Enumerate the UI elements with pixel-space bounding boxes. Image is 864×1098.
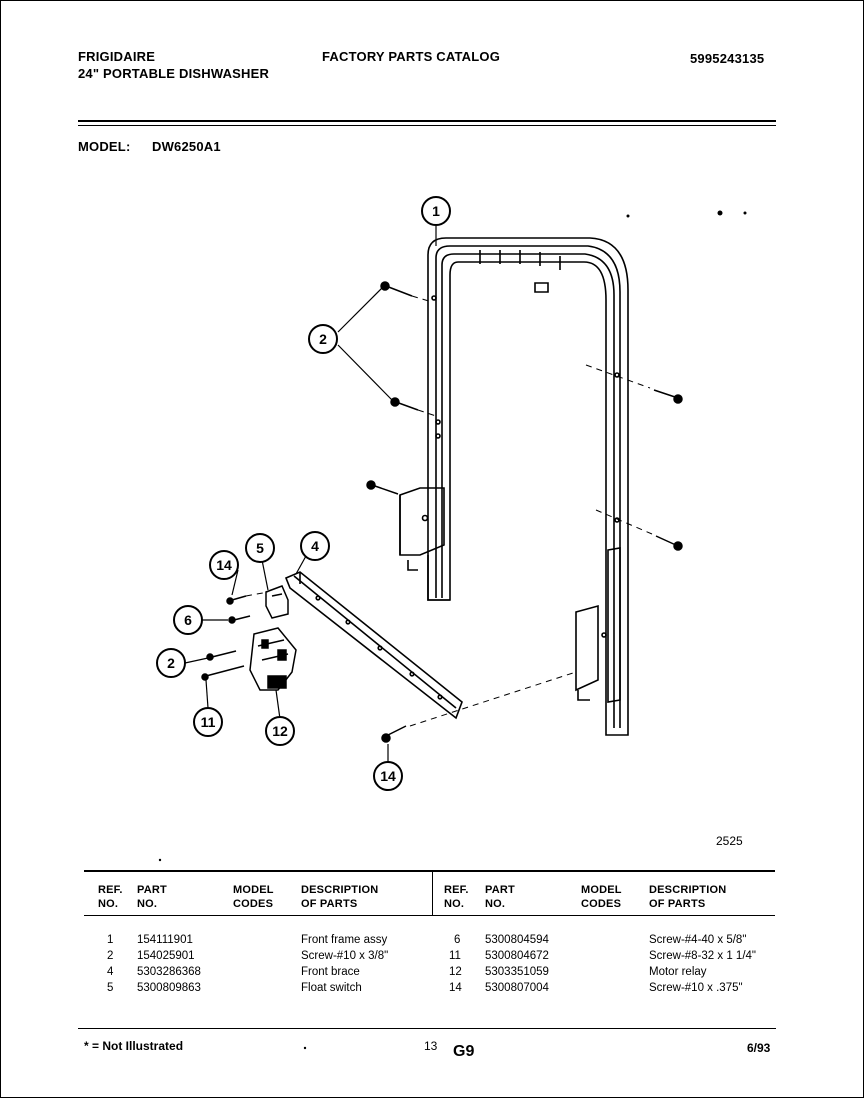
- callout-14-upper: 14: [216, 557, 232, 573]
- revision-date: 6/93: [747, 1041, 771, 1055]
- callout-14-lower: 14: [380, 768, 396, 784]
- header-ref-line2: NO.: [98, 898, 119, 910]
- header-model-line1: MODEL: [581, 884, 622, 896]
- header-model-line1: MODEL: [233, 884, 274, 896]
- row-part: 5300804594: [485, 934, 549, 946]
- table-rule-top: [84, 870, 775, 872]
- front-brace-drawing: [284, 571, 463, 720]
- row-part: 154025901: [137, 950, 195, 962]
- header-rule-bottom: [78, 125, 776, 126]
- header-model-left: MODEL CODES: [233, 883, 274, 911]
- header-ref-line1: REF.: [444, 884, 469, 896]
- callout-5: 5: [256, 540, 264, 556]
- callout-4: 4: [311, 538, 319, 554]
- header-ref-line1: REF.: [98, 884, 123, 896]
- model-value: DW6250A1: [152, 139, 221, 154]
- header-ref-left: REF. NO.: [98, 883, 123, 911]
- row-desc: Screw-#10 x 3/8": [301, 950, 389, 962]
- brand-name: FRIGIDAIRE: [78, 49, 156, 64]
- header-desc-line1: DESCRIPTION: [649, 884, 727, 896]
- callout-labels: 1 2 14 5 4 6 2 11 12 14: [167, 203, 440, 784]
- header-part-left: PART NO.: [137, 883, 167, 911]
- row-ref: 14: [449, 982, 462, 994]
- row-ref: 4: [107, 966, 114, 978]
- switch-relay-drawing: [249, 585, 297, 691]
- row-part: 5303286368: [137, 966, 201, 978]
- row-part: 5300809863: [137, 982, 201, 994]
- row-desc: Screw-#10 x .375": [649, 982, 743, 994]
- header-model-line2: CODES: [581, 898, 622, 910]
- row-ref: 2: [107, 950, 114, 962]
- callout-11: 11: [201, 714, 216, 730]
- not-illustrated-note: * = Not Illustrated: [84, 1039, 184, 1053]
- row-desc: Float switch: [301, 982, 362, 994]
- callout-circles: [156, 196, 451, 791]
- front-frame-drawing: [399, 237, 629, 736]
- model-label: MODEL:: [78, 139, 131, 154]
- row-ref: 5: [107, 982, 114, 994]
- header-desc-line2: OF PARTS: [649, 898, 706, 910]
- row-desc: Screw-#4-40 x 5/8": [649, 934, 747, 946]
- row-ref: 1: [107, 934, 114, 946]
- header-rule-top: [78, 120, 776, 122]
- callout-2-lower: 2: [167, 655, 175, 671]
- row-part: 5300804672: [485, 950, 549, 962]
- screws-drawing: [201, 281, 683, 743]
- table-divider: [432, 872, 433, 916]
- scan-specks: [158, 210, 747, 1050]
- footer-rule: [78, 1028, 776, 1029]
- row-ref: 12: [449, 966, 462, 978]
- header-model-line2: CODES: [233, 898, 274, 910]
- header-part-line2: NO.: [485, 898, 506, 910]
- row-part: 154111901: [137, 934, 193, 946]
- header-ref-line2: NO.: [444, 898, 465, 910]
- header-desc-line2: OF PARTS: [301, 898, 358, 910]
- page-number: 13: [424, 1039, 438, 1053]
- assembly-lines: [245, 295, 653, 727]
- header-model-right: MODEL CODES: [581, 883, 622, 911]
- row-ref: 11: [449, 950, 461, 962]
- callout-12: 12: [272, 723, 288, 739]
- leader-lines: [184, 226, 437, 764]
- header-desc-left: DESCRIPTION OF PARTS: [301, 883, 378, 911]
- row-ref: 6: [454, 934, 461, 946]
- row-desc: Front frame assy: [301, 934, 388, 946]
- row-part: 5303351059: [485, 966, 549, 978]
- group-code: G9: [453, 1043, 475, 1060]
- header-part-line2: NO.: [137, 898, 158, 910]
- table-rule-header: [84, 915, 775, 916]
- row-desc: Motor relay: [649, 966, 707, 978]
- header-desc-right: DESCRIPTION OF PARTS: [649, 883, 726, 911]
- header-part-right: PART NO.: [485, 883, 515, 911]
- product-title: 24" PORTABLE DISHWASHER: [78, 66, 270, 81]
- row-desc: Front brace: [301, 966, 360, 978]
- header-part-line1: PART: [485, 884, 515, 896]
- header-desc-line1: DESCRIPTION: [301, 884, 379, 896]
- row-part: 5300807004: [485, 982, 549, 994]
- callout-6: 6: [184, 612, 192, 628]
- header-part-line1: PART: [137, 884, 167, 896]
- row-desc: Screw-#8-32 x 1 1/4": [649, 950, 756, 962]
- callout-1: 1: [432, 203, 440, 219]
- figure-number: 2525: [716, 834, 743, 848]
- callout-2-upper: 2: [319, 331, 327, 347]
- catalog-title: FACTORY PARTS CATALOG: [322, 49, 501, 64]
- catalog-number: 5995243135: [690, 51, 765, 66]
- header-ref-right: REF. NO.: [444, 883, 469, 911]
